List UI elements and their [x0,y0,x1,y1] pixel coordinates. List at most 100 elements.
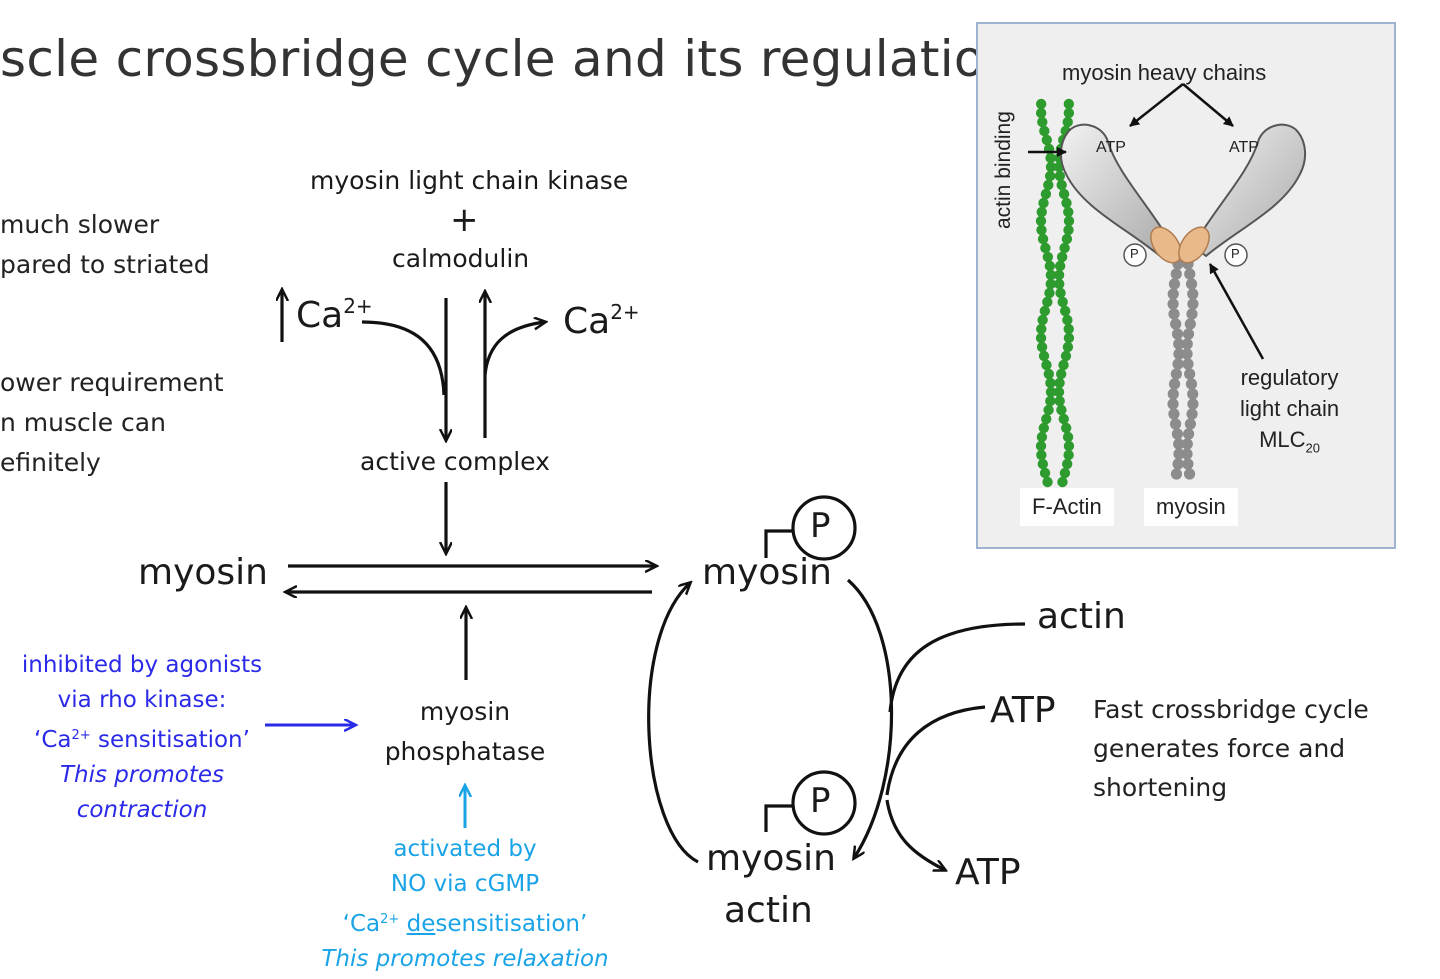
actin-bead [1035,440,1047,452]
actin-bead [1037,116,1048,128]
actin-bead [1038,197,1049,209]
actin-bead [1036,224,1047,236]
myosin-bead [1187,298,1199,310]
actin-join-curve [888,622,1026,713]
myosin-bead [1171,328,1184,340]
myosin-bead [1171,428,1184,440]
actin-bead [1036,341,1048,353]
atp-in-curve [885,705,986,796]
myosin-bead [1183,468,1196,480]
actin-bead [1035,107,1047,119]
myosin-tag: myosin [1144,488,1238,526]
ca-increase-label: Ca2+ [296,294,373,336]
actin-bead [1035,215,1047,227]
myosin-bead [1181,338,1193,350]
myosin-bead [1181,348,1193,360]
myosin-bead [1167,298,1179,310]
active-complex-label: active complex [360,447,550,476]
actin-bead [1044,260,1056,272]
actin-bead [1036,206,1047,218]
page-title: scle crossbridge cycle and its regulatio… [0,30,1017,88]
myosin-bead [1167,288,1179,300]
actin-bead [1035,98,1047,110]
light-chain-right [1178,226,1210,264]
actin-bead [1059,467,1071,479]
myosin-bead [1170,418,1182,430]
actin-bead [1063,206,1074,218]
myosin-bead [1186,308,1198,320]
myosin-bead [1172,358,1184,370]
myosin-bead [1167,398,1179,410]
actin-bead [1042,251,1054,263]
regulatory-chain-arrow [1208,263,1265,360]
actin-bead [1063,224,1074,236]
actin-bead [1058,188,1070,200]
actin-bead [1041,359,1052,371]
actin-bead [1038,422,1050,434]
actin-bead [1059,305,1071,317]
actin-bead [1056,404,1067,416]
actin-label: actin [1037,596,1126,637]
myosin-bead [1167,388,1179,400]
myosin-bead [1184,268,1196,280]
actin-bead [1037,314,1048,326]
actin-bead [1041,134,1053,146]
inhibition-note: inhibited by agonists via rho kinase: ‘C… [21,652,263,823]
phosphatase-label: myosin phosphatase [384,697,546,766]
inset-phosphate-right [1224,243,1248,267]
ca-release-curve [483,322,545,376]
actin-bead [1036,323,1047,335]
actin-bead [1040,188,1052,200]
actin-bead [1057,296,1068,308]
actin-bead [1053,386,1065,398]
kinase-label: myosin light chain kinase [310,166,629,195]
myosin-bead [1172,458,1184,470]
actin-bead [1045,377,1056,389]
ca-released-label: Ca2+ [563,300,640,342]
actin-bead [1045,395,1056,407]
actin-bead [1062,314,1073,326]
atp-out-arrow [885,799,945,870]
phosphorylated-myosin-label: myosin [702,552,832,593]
heavy-chains-label: myosin heavy chains [1062,60,1267,85]
cycle-forward-arrow [846,578,894,858]
myosin-structure-inset: myosin heavy chains actin binding ATP AT… [976,22,1396,549]
myosin-bead [1187,398,1199,410]
actin-bead [1062,116,1073,128]
myosin-bead [1182,458,1194,470]
actin-bead [1056,179,1067,191]
actin-bead [1058,359,1069,371]
actomyosin-label-actin: actin [724,890,813,931]
actin-bead [1045,269,1057,281]
actin-binding-label: actin binding [992,111,1015,229]
cycle-return-arrow [647,583,699,864]
actin-bead [1043,179,1054,191]
actomyosin-label-myosin: myosin [706,838,836,879]
left-note-2: pared to striated [0,250,210,279]
myosin-bead [1185,378,1198,390]
myosin-structure-drawing [1028,83,1306,488]
myosin-label: myosin [138,552,268,593]
atp-out-label: ATP [955,852,1021,893]
actin-bead [1054,377,1065,389]
myosin-bead [1187,288,1199,300]
phosphate-circle-top [791,495,857,561]
actin-bead [1041,413,1052,425]
actin-bead [1062,431,1074,443]
myosin-bead [1184,368,1196,380]
ca-binding-curve [361,320,446,396]
myosin-bead [1168,408,1180,420]
actin-bead [1061,458,1073,470]
actin-bead [1063,449,1074,461]
myosin-bead [1173,448,1185,460]
myosin-bead [1168,278,1181,290]
left-note-3: ower requirement [0,368,224,397]
actin-bead [1038,350,1050,362]
actin-bead [1039,467,1051,479]
myosin-bead [1182,358,1194,370]
actin-bead [1060,422,1072,434]
actin-bead [1061,197,1072,209]
actin-bead [1039,305,1051,317]
inset-p-right: P [1231,246,1240,261]
